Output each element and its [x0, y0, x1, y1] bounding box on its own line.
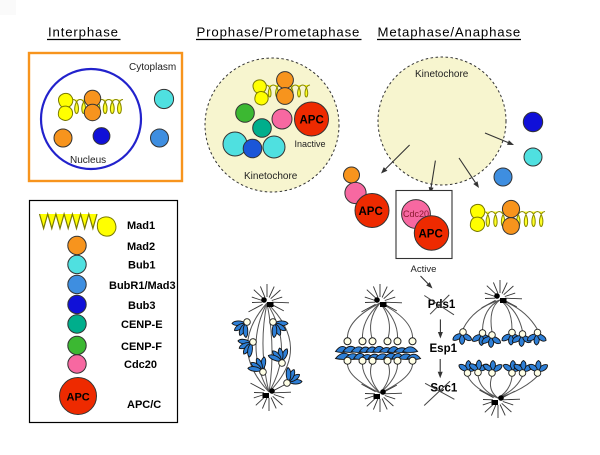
svg-text:Cdc20: Cdc20 [124, 359, 157, 371]
svg-text:APC: APC [67, 392, 90, 404]
svg-text:Esp1: Esp1 [430, 343, 458, 355]
svg-text:Bub1: Bub1 [128, 260, 156, 272]
svg-text:Mad1: Mad1 [127, 220, 155, 232]
svg-text:CENP-F: CENP-F [121, 341, 162, 353]
svg-text:Kinetochore: Kinetochore [415, 69, 469, 80]
svg-text:APC/C: APC/C [127, 399, 161, 411]
svg-text:BubR1/Mad3: BubR1/Mad3 [109, 280, 176, 292]
svg-text:Metaphase/Anaphase: Metaphase/Anaphase [378, 25, 522, 40]
svg-text:Active: Active [411, 264, 437, 275]
svg-text:Inactive: Inactive [295, 139, 326, 149]
svg-text:Cytoplasm: Cytoplasm [129, 62, 176, 73]
svg-text:Mad2: Mad2 [127, 241, 155, 253]
svg-text:Bub3: Bub3 [128, 300, 156, 312]
svg-text:Nucleus: Nucleus [70, 155, 106, 166]
svg-text:CENP-E: CENP-E [121, 319, 163, 331]
svg-text:APC: APC [359, 206, 383, 218]
svg-text:APC: APC [300, 115, 324, 127]
svg-text:Prophase/Prometaphase: Prophase/Prometaphase [197, 25, 361, 40]
svg-text:Kinetochore: Kinetochore [244, 171, 298, 182]
svg-text:Interphase: Interphase [48, 25, 119, 40]
svg-text:APC: APC [419, 229, 443, 241]
